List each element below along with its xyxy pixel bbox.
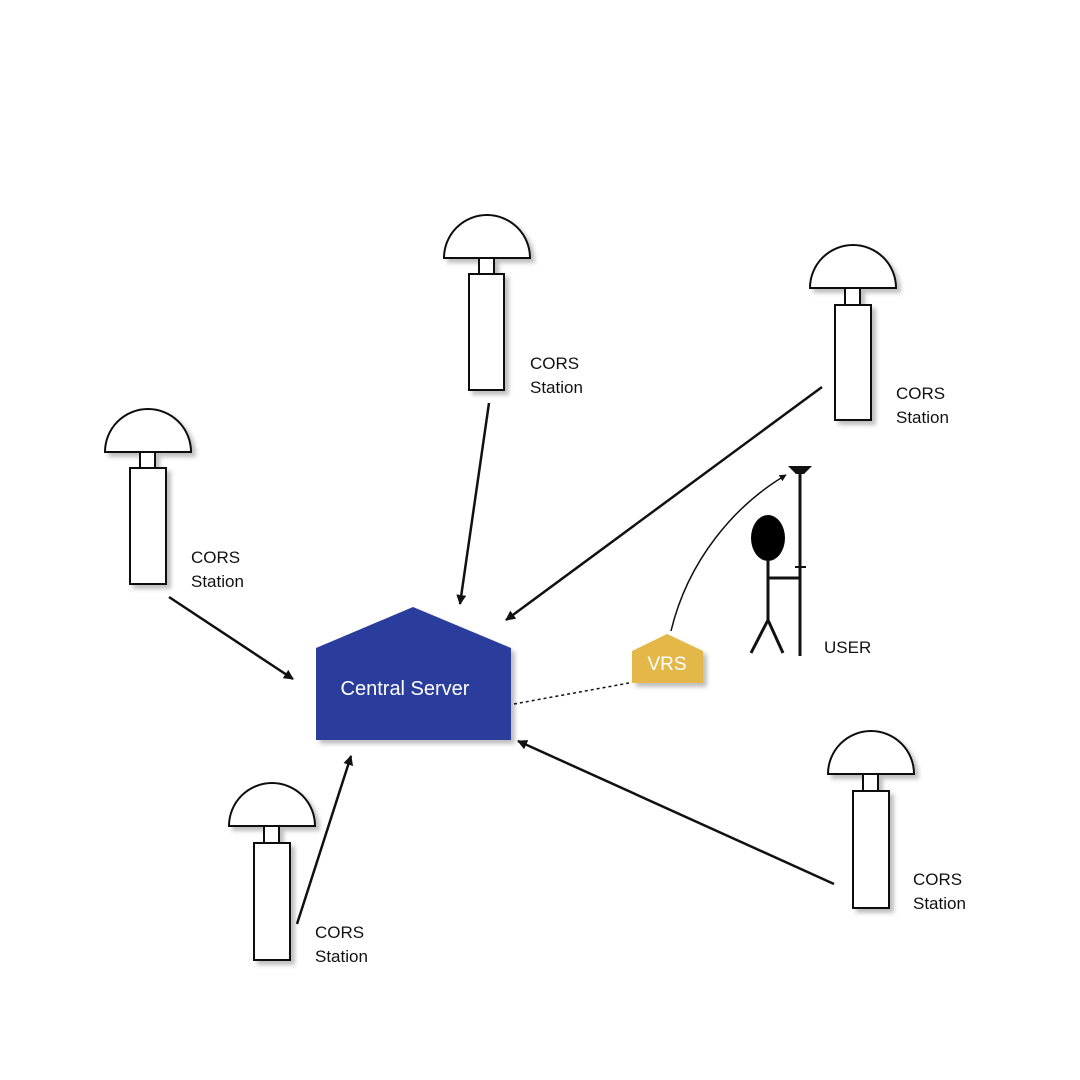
station-label-line2: Station <box>191 572 244 591</box>
station-label-line1: CORS <box>896 384 945 403</box>
arrow-bottom-right-station <box>517 739 835 886</box>
antenna-icon <box>103 408 193 585</box>
user-label: USER <box>824 638 871 657</box>
user-figure: USER <box>749 466 871 657</box>
cors-station-bottom-left: CORS Station <box>227 782 368 966</box>
central-server-label: Central Server <box>341 678 470 700</box>
antenna-icon <box>808 244 898 421</box>
person-icon <box>749 515 801 654</box>
vrs-shape <box>632 634 703 683</box>
station-label-line2: Station <box>913 894 966 913</box>
arrow-bottom-left-station <box>295 755 354 925</box>
vrs-to-user-arc <box>670 474 787 632</box>
cors-station-top-right: CORS Station <box>808 244 949 427</box>
arrow-left-station <box>168 595 294 681</box>
central-server-shape <box>316 607 511 740</box>
arrow-top-station <box>456 402 491 605</box>
station-label-line1: CORS <box>530 354 579 373</box>
vrs-label: VRS <box>647 654 686 675</box>
cors-station-left: CORS Station <box>103 408 244 591</box>
station-label-line1: CORS <box>315 923 364 942</box>
cors-station-bottom-right: CORS Station <box>826 730 966 913</box>
station-to-server-arrows <box>168 385 835 925</box>
cors-station-top: CORS Station <box>442 214 583 397</box>
vrs-node: VRS <box>632 634 703 683</box>
central-server: Central Server <box>316 607 511 740</box>
station-label-line1: CORS <box>913 870 962 889</box>
station-label-line2: Station <box>896 408 949 427</box>
station-label-line1: CORS <box>191 548 240 567</box>
antenna-icon <box>826 730 916 909</box>
server-to-vrs-dotted-link <box>513 682 630 705</box>
arrow-top-right-station <box>505 385 823 622</box>
gnss-rover-pole-icon <box>788 466 812 656</box>
antenna-icon <box>442 214 532 391</box>
station-label-line2: Station <box>315 947 368 966</box>
antenna-icon <box>227 782 317 961</box>
station-label-line2: Station <box>530 378 583 397</box>
